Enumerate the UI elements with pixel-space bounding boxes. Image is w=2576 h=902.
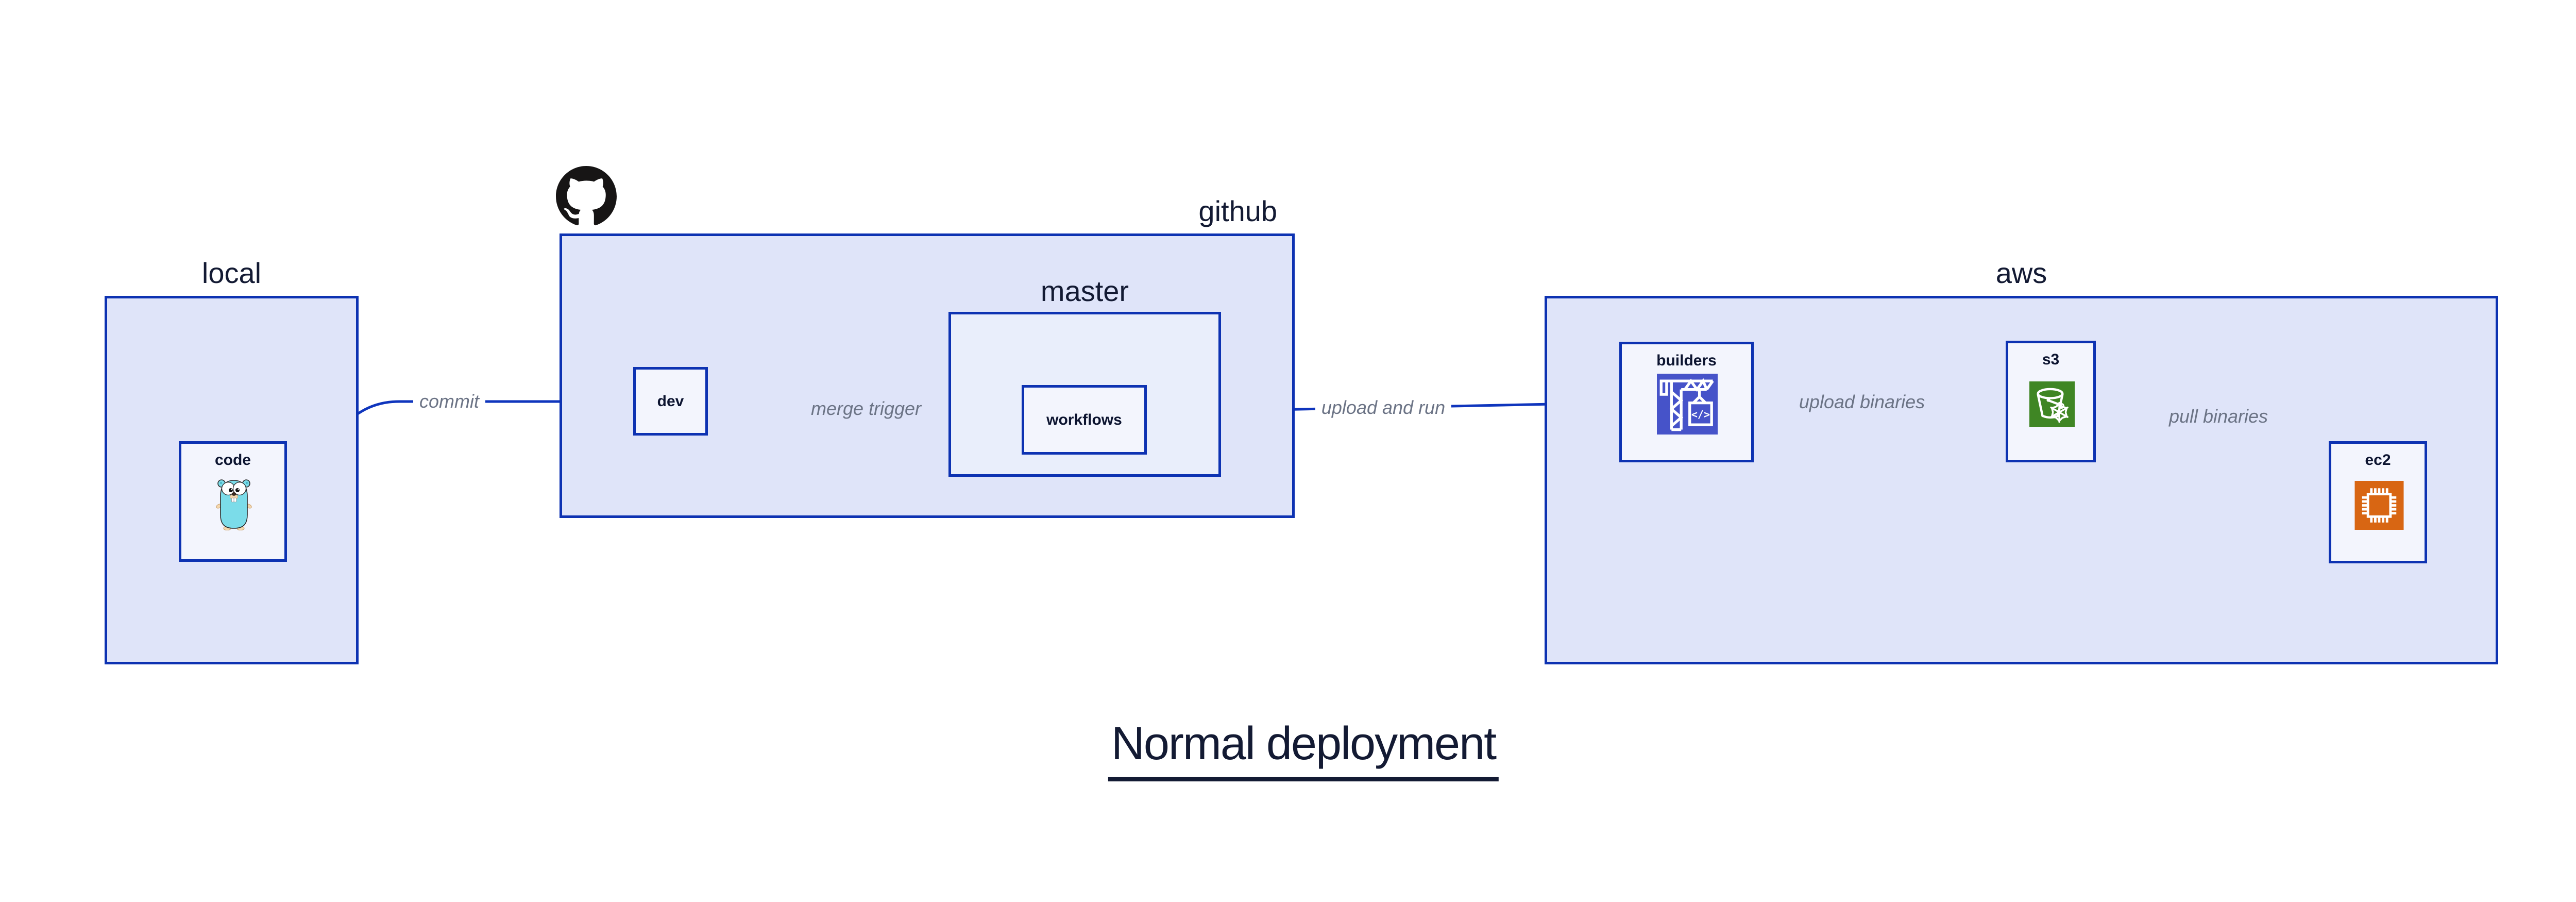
upload-binaries-edge-label: upload binaries — [1792, 390, 1931, 414]
merge-trigger-edge-label: merge trigger — [804, 396, 928, 421]
aws-codebuild-crane-icon: </> — [1657, 374, 1718, 435]
builders-node: builders </> — [1619, 342, 1754, 462]
local-container-label: local — [201, 257, 262, 289]
github-container-label: github — [1198, 195, 1277, 227]
commit-edge-label: commit — [413, 389, 485, 414]
ec2-node-label: ec2 — [2365, 452, 2391, 469]
code-node-label: code — [214, 452, 251, 469]
workflows-node: workflows — [1022, 385, 1147, 455]
diagram-title: Normal deployment — [1108, 717, 1499, 781]
code-node: code — [179, 441, 287, 562]
upload-and-run-edge-label: upload and run — [1315, 395, 1452, 420]
dev-node: dev — [633, 367, 708, 436]
codebuild-code-glyph: </> — [1691, 408, 1710, 421]
dev-node-label: dev — [657, 392, 684, 410]
s3-node: s3 — [2006, 341, 2096, 462]
workflows-node-label: workflows — [1046, 411, 1122, 428]
master-container-label: master — [1040, 275, 1129, 307]
ec2-node: ec2 — [2329, 441, 2427, 563]
aws-container-label: aws — [1995, 257, 2047, 289]
go-gopher-icon — [216, 479, 252, 530]
builders-node-label: builders — [1656, 352, 1717, 369]
s3-node-label: s3 — [2042, 351, 2060, 368]
pull-binaries-edge-label: pull binaries — [2162, 404, 2275, 429]
aws-ec2-chip-icon — [2354, 481, 2404, 530]
github-octocat-icon — [556, 166, 617, 226]
aws-s3-bucket-snowflake-icon — [2029, 381, 2075, 427]
